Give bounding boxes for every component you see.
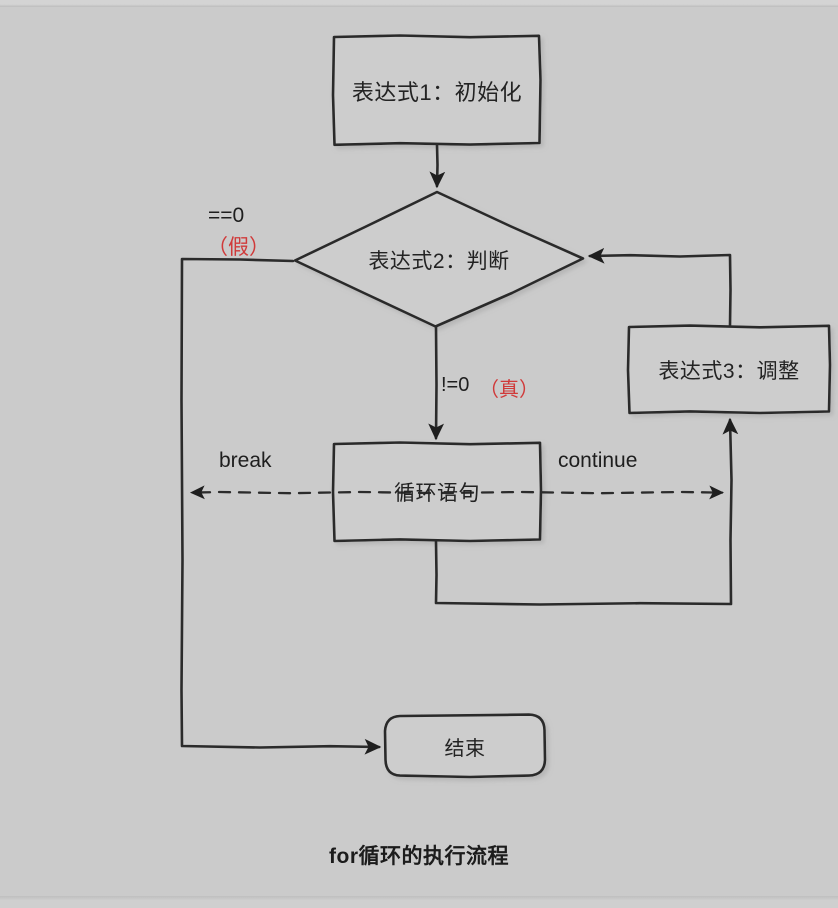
node-body-shape (331, 441, 543, 543)
edge-init-to-condition (429, 143, 446, 189)
edge-condition-to-body (428, 325, 445, 441)
bottom-edge-strip (0, 896, 838, 908)
node-condition-shape (293, 190, 585, 328)
edge-adjust-to-condition (587, 247, 732, 327)
node-end-shape (383, 713, 547, 779)
edge-condition-to-end (180, 257, 382, 755)
node-adjust-shape (626, 324, 832, 415)
top-edge-strip (0, 0, 838, 7)
edge-body-to-adjust (434, 417, 739, 606)
edge-break-dashed (189, 485, 432, 500)
diagram-caption: for循环的执行流程 (329, 845, 509, 868)
edge-continue-dashed (440, 485, 725, 500)
node-init-shape (331, 34, 542, 147)
